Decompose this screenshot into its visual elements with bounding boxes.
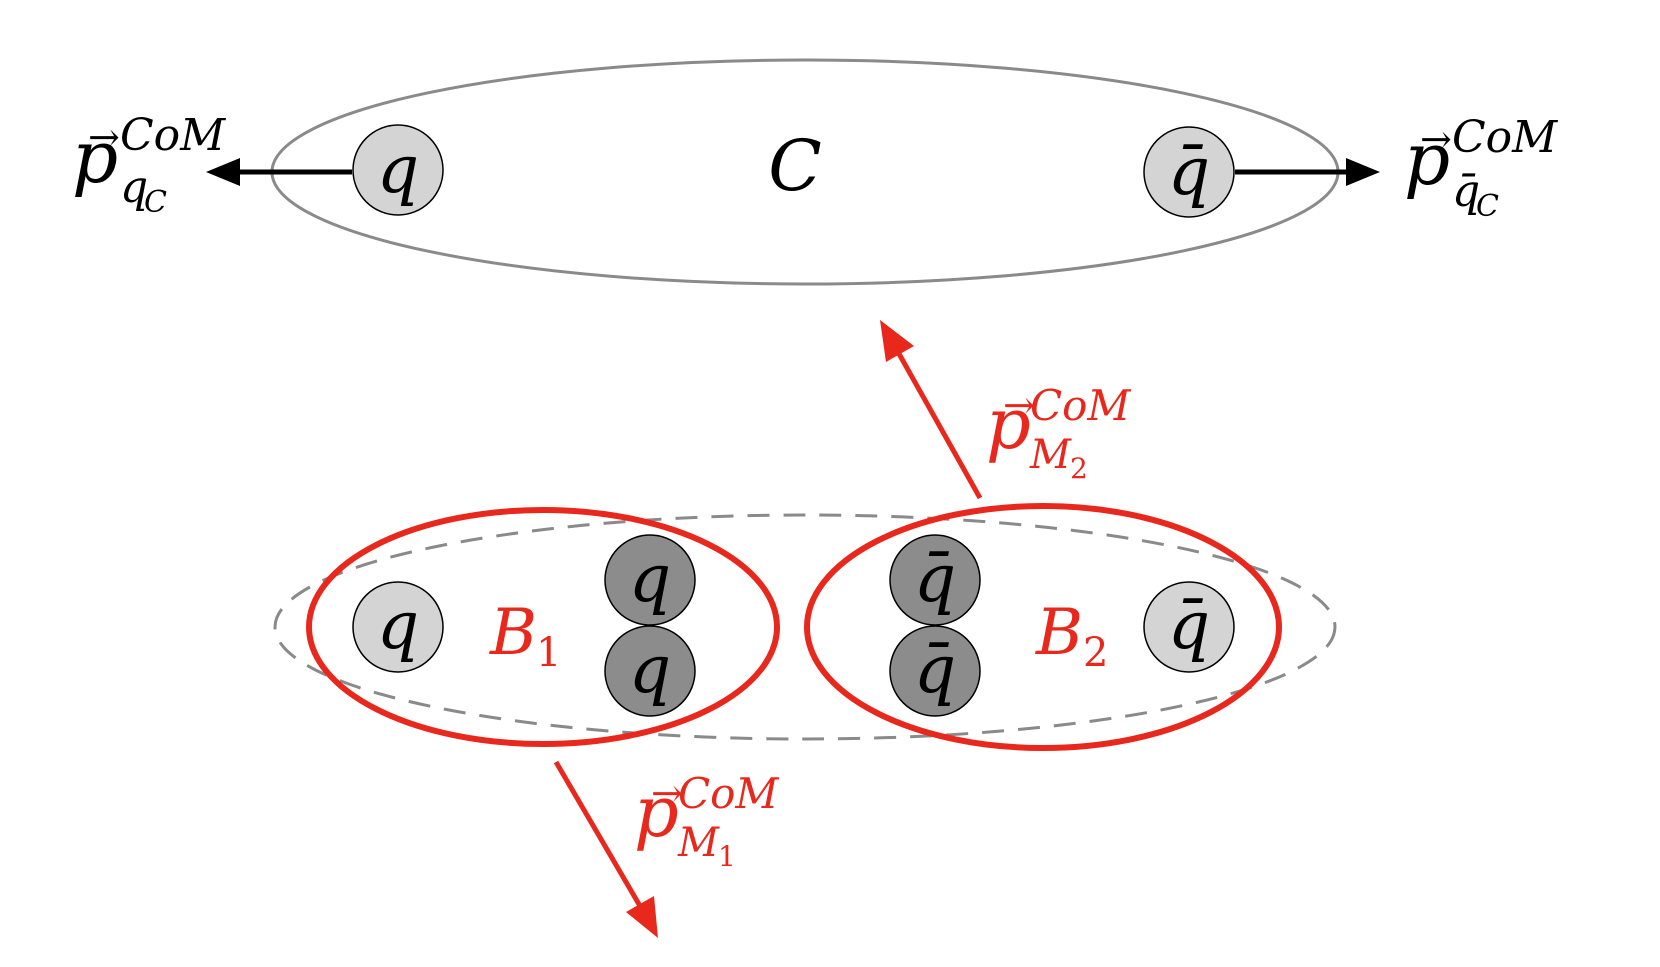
momentum-superscript: CoM	[1452, 112, 1558, 163]
b1-diquark-top-label: q	[629, 540, 671, 617]
b2-outer-antiquark	[1143, 581, 1235, 673]
vector-arrow-glyph: →	[1420, 117, 1452, 161]
m2-momentum-label: → p CoM M 2	[986, 381, 1131, 485]
momentum-sub-subscript: 1	[718, 840, 736, 873]
cluster-b2-label: B	[1035, 596, 1083, 670]
antiquark-momentum-label: → p CoM q̄ C	[1404, 112, 1558, 224]
antiquark-label: q̄	[1168, 133, 1210, 210]
b2-antidiquark-bottom-label: q̄	[914, 631, 956, 708]
momentum-subscript: q̄	[1452, 166, 1480, 217]
b2-antidiquark-bottom	[889, 625, 981, 717]
cluster-b1-label-sub: 1	[536, 630, 561, 676]
momentum-subscript: M	[677, 820, 720, 866]
quark-particle	[352, 124, 444, 216]
momentum-subscript: M	[1029, 432, 1072, 478]
cluster-c: q q̄ C	[206, 58, 1380, 286]
momentum-subscript: q	[120, 162, 148, 213]
b2-antidiquark-top	[889, 534, 981, 626]
momentum-sub-subscript: C	[144, 185, 167, 220]
b1-outer-quark	[352, 581, 444, 673]
b1-diquark-bottom	[604, 625, 696, 717]
parent-cluster-dashed-outline	[273, 513, 1337, 741]
vector-arrow-glyph: →	[651, 771, 683, 815]
momentum-sub-subscript: C	[1476, 189, 1499, 224]
m2-momentum-arrow	[880, 320, 983, 500]
cluster-b2-outline	[804, 503, 1282, 751]
b2-outer-antiquark-label: q̄	[1168, 587, 1210, 664]
b2-antidiquark-top-label: q̄	[914, 540, 956, 617]
cluster-b1-label: B	[489, 596, 537, 670]
b1-outer-quark-label: q	[377, 587, 419, 664]
cluster-c-label: C	[768, 125, 822, 207]
cluster-b1-outline	[306, 507, 780, 747]
antiquark-momentum-arrowhead	[1346, 158, 1380, 186]
momentum-base: p	[986, 383, 1031, 465]
cluster-b2-label-sub: 2	[1083, 630, 1108, 676]
quark-momentum-label: → p CoM q C	[72, 110, 226, 220]
vector-arrow-glyph: →	[1003, 383, 1035, 427]
momentum-sub-subscript: 2	[1070, 452, 1088, 485]
momentum-base: p	[72, 115, 118, 199]
quark-label: q	[377, 131, 419, 208]
momentum-base: p	[634, 771, 679, 853]
antiquark-particle	[1143, 126, 1235, 218]
b1-diquark-top	[604, 534, 696, 626]
momentum-base: p	[1404, 117, 1450, 201]
bottom-system: q q q B 1 q̄ q̄ q̄ B 2	[273, 503, 1337, 751]
vector-arrow-glyph: →	[88, 115, 120, 159]
momentum-superscript: CoM	[120, 110, 226, 161]
quark-momentum-arrowhead	[206, 158, 240, 186]
m1-momentum-label: → p CoM M 1	[634, 769, 779, 873]
momentum-superscript: CoM	[1030, 381, 1131, 430]
m1-momentum-arrow	[553, 760, 658, 938]
b1-diquark-bottom-label: q	[629, 631, 671, 708]
momentum-superscript: CoM	[678, 769, 779, 818]
